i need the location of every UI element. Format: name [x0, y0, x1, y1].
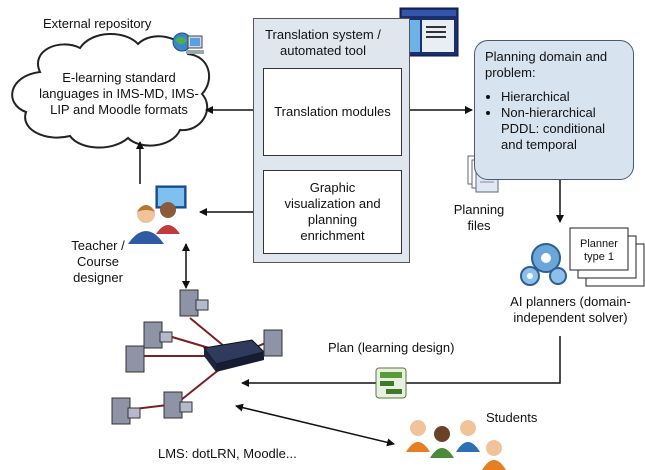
cloud-text: E-learning standard languages in IMS-MD,…	[39, 70, 199, 117]
planning-domain-box: Planning domain and problem: Hierarchica…	[474, 40, 634, 180]
gear-icon	[520, 243, 567, 286]
lms-computer-icon	[111, 289, 283, 425]
planning-domain-list: Hierarchical Non-hierarchical PDDL: cond…	[485, 89, 623, 153]
lms-label: LMS: dotLRN, Moodle...	[158, 446, 297, 461]
planner-card-label: Planner type 1	[580, 238, 618, 263]
arrow-plan-lms	[241, 336, 561, 387]
graphic-visualization-box: Graphic visualization and planning enric…	[263, 170, 402, 254]
planning-domain-title: Planning domain and problem:	[485, 49, 608, 80]
plan-label: Plan (learning design)	[328, 340, 455, 355]
planning-files-label: Planning files	[453, 202, 505, 233]
translation-system-title: Translation system / automated tool	[265, 27, 381, 58]
plan-document-icon	[375, 367, 407, 399]
teacher-label: Teacher / Course designer	[71, 238, 125, 285]
external-repository-label: External repository	[43, 16, 152, 31]
planner-cards-icon	[569, 227, 645, 287]
translation-modules-box: Translation modules	[263, 68, 402, 156]
repository-cloud	[11, 32, 211, 149]
arrow-lms-students	[235, 403, 395, 447]
students-icon	[406, 420, 506, 470]
planning-domain-item: Non-hierarchical PDDL: conditional and t…	[501, 105, 623, 153]
ai-planners-caption: AI planners (domain-independent solver)	[510, 294, 631, 325]
globe-computer-icon	[172, 32, 204, 54]
planning-domain-item: Hierarchical	[501, 89, 623, 105]
teacher-icon	[128, 185, 187, 244]
graphic-visualization-label: Graphic visualization and planning enric…	[284, 180, 381, 243]
window-icon	[399, 7, 459, 57]
translation-modules-label: Translation modules	[274, 104, 391, 119]
students-label: Students	[486, 410, 538, 425]
